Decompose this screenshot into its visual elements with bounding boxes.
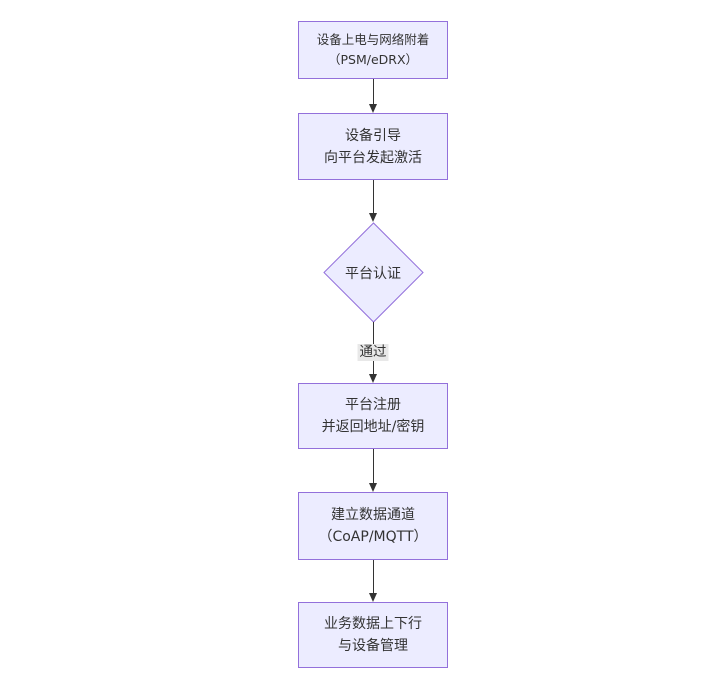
node-business-data-line2: 与设备管理 (338, 638, 408, 654)
node-platform-auth-label: 平台认证 (345, 265, 401, 282)
node-business-data-line1: 业务数据上下行 (324, 616, 422, 632)
arrowhead-down-icon (368, 374, 377, 383)
node-power-attach-line1: 设备上电与网络附着 (316, 32, 430, 47)
arrowhead-down-icon (368, 213, 377, 222)
node-bootstrap-line2: 向平台发起激活 (324, 149, 422, 166)
connector-arrow-5 (368, 560, 378, 602)
node-bootstrap: 设备引导 向平台发起激活 (298, 113, 448, 180)
connector-line (372, 180, 374, 214)
arrowhead-down-icon (368, 483, 377, 492)
node-power-attach-line2: （PSM/eDRX） (327, 52, 419, 67)
node-data-channel-line1: 建立数据通道 (331, 507, 415, 523)
node-platform-register-line1: 平台注册 (345, 397, 401, 413)
node-data-channel: 建立数据通道 （CoAP/MQTT） (298, 492, 448, 560)
connector-line (372, 560, 374, 594)
node-platform-auth: 平台认证 (322, 222, 424, 323)
connector-arrow-1 (368, 79, 378, 113)
arrowhead-down-icon (368, 593, 377, 602)
edge-label-pass: 通过 (357, 344, 389, 361)
connector-line (372, 79, 374, 105)
node-platform-register-line2: 并返回地址/密钥 (321, 419, 425, 435)
node-data-channel-line2: （CoAP/MQTT） (318, 529, 428, 545)
connector-arrow-2 (368, 180, 378, 222)
connector-arrow-4 (368, 449, 378, 492)
node-platform-register: 平台注册 并返回地址/密钥 (298, 383, 448, 449)
node-business-data: 业务数据上下行 与设备管理 (298, 602, 448, 668)
connector-line (372, 449, 374, 484)
node-bootstrap-line1: 设备引导 (345, 127, 401, 144)
node-power-attach: 设备上电与网络附着 （PSM/eDRX） (298, 21, 448, 79)
arrowhead-down-icon (368, 104, 377, 113)
